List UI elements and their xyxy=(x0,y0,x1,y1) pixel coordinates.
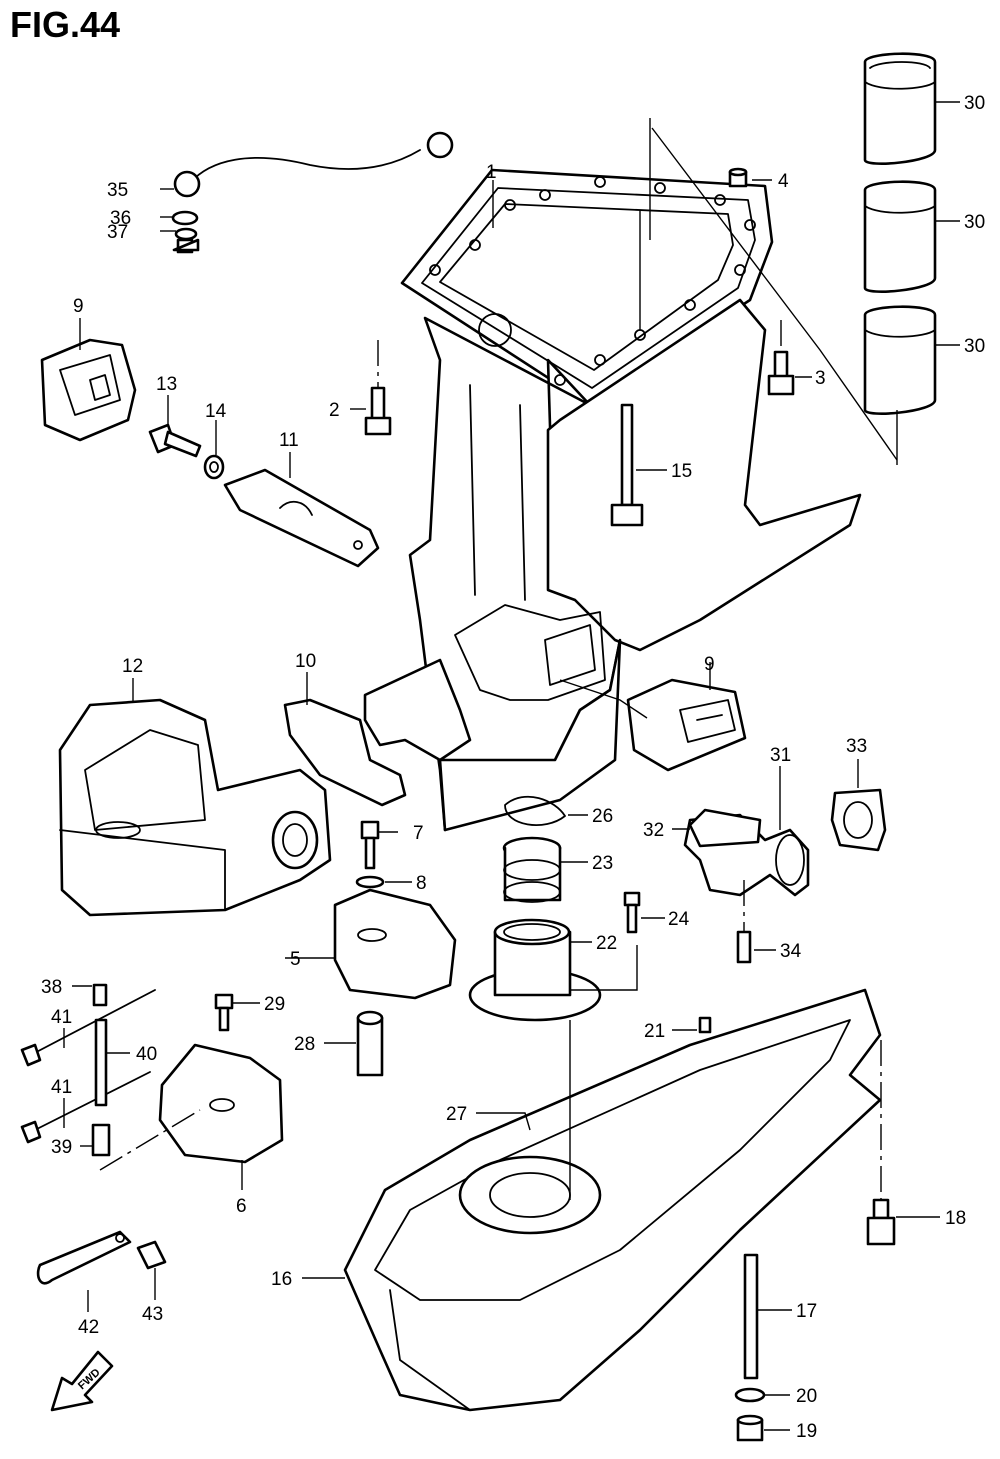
callout-40: 40 xyxy=(136,1044,157,1065)
dowel-34 xyxy=(736,880,752,964)
bolt-13 xyxy=(148,423,202,458)
bolt-18 xyxy=(866,1040,896,1246)
callout-17: 17 xyxy=(796,1301,817,1322)
callout-27: 27 xyxy=(446,1104,467,1125)
dowel-pin-4 xyxy=(728,167,748,188)
cover-12 xyxy=(58,698,332,917)
callout-35: 35 xyxy=(107,180,128,201)
rubber-mount-9-lower xyxy=(626,678,747,772)
stopper-10 xyxy=(283,698,407,807)
bolt-43 xyxy=(136,1240,167,1270)
callout-28: 28 xyxy=(294,1034,315,1055)
callout-30-bottom: 30 xyxy=(964,336,985,357)
bolt-7 xyxy=(360,820,380,870)
callout-21: 21 xyxy=(644,1021,665,1042)
callout-8: 8 xyxy=(416,873,427,894)
callout-31: 31 xyxy=(770,745,791,766)
callout-numbers: 1 2 3 4 5 6 7 8 9 9 10 11 12 13 14 15 16… xyxy=(41,93,985,1442)
callout-23: 23 xyxy=(592,853,613,874)
clamp-42 xyxy=(36,1230,132,1285)
rubber-mount-9-upper xyxy=(40,338,137,442)
callout-6: 6 xyxy=(236,1196,247,1217)
callout-9-upper: 9 xyxy=(73,296,84,317)
washer-14 xyxy=(203,454,225,480)
stud-bolt-15 xyxy=(610,403,644,527)
callout-1: 1 xyxy=(486,162,497,183)
callout-10: 10 xyxy=(295,651,316,672)
callout-22: 22 xyxy=(596,933,617,954)
bolt-3 xyxy=(767,320,795,396)
callout-26: 26 xyxy=(592,806,613,827)
ties-and-spacer xyxy=(20,983,201,1171)
guide-22 xyxy=(468,918,602,1022)
stud-17 xyxy=(743,1253,759,1380)
gasket-32 xyxy=(688,808,762,848)
grommet-33 xyxy=(830,788,887,852)
callout-4: 4 xyxy=(778,171,789,192)
bolt-24 xyxy=(623,891,641,934)
mount-6 xyxy=(158,1043,284,1164)
callout-19: 19 xyxy=(796,1421,817,1442)
callout-30-top: 30 xyxy=(964,93,985,114)
upper-mount-stack xyxy=(863,52,937,465)
nut-19 xyxy=(736,1414,764,1442)
mount-5 xyxy=(333,888,457,1000)
callout-36: 37 xyxy=(107,222,128,243)
ground-wire xyxy=(171,131,454,254)
bolt-29 xyxy=(214,993,234,1032)
callout-42: 42 xyxy=(78,1317,99,1338)
callout-41-lower: 41 xyxy=(51,1077,72,1098)
callout-30-mid: 30 xyxy=(964,212,985,233)
callout-39: 39 xyxy=(51,1137,72,1158)
callout-9-lower: 9 xyxy=(704,654,715,675)
callout-3: 3 xyxy=(815,368,826,389)
callout-11: 11 xyxy=(279,430,299,451)
fwd-arrow-icon: FWD xyxy=(50,1350,114,1412)
callout-18: 18 xyxy=(945,1208,966,1229)
washer-20 xyxy=(734,1387,766,1403)
oil-pan-16 xyxy=(343,988,882,1412)
callout-43: 43 xyxy=(142,1304,163,1325)
callout-34: 34 xyxy=(780,941,802,962)
leader-lines xyxy=(63,101,960,1431)
driveshaft-housing xyxy=(363,118,898,832)
callout-38: 38 xyxy=(41,977,62,998)
callout-32: 32 xyxy=(643,820,664,841)
clip-26 xyxy=(504,795,566,826)
bolt-2 xyxy=(364,340,392,436)
callout-41-upper: 41 xyxy=(51,1007,72,1028)
callout-20: 20 xyxy=(796,1386,817,1407)
callout-7: 7 xyxy=(413,823,424,844)
bush-28 xyxy=(356,1010,384,1077)
callout-24: 24 xyxy=(668,909,690,930)
callout-13: 13 xyxy=(156,374,177,395)
callout-12: 12 xyxy=(122,656,143,677)
bushing-23 xyxy=(502,836,562,903)
callout-37: 36 xyxy=(110,208,131,229)
callout-29: 29 xyxy=(264,994,285,1015)
callout-5: 5 xyxy=(290,949,301,970)
callout-33: 33 xyxy=(846,736,867,757)
washer-8 xyxy=(355,875,385,889)
callout-15: 15 xyxy=(671,461,692,482)
figure-title: FIG.44 xyxy=(10,4,121,45)
callout-2: 2 xyxy=(329,400,340,421)
callout-14: 14 xyxy=(205,401,227,422)
stopper-11 xyxy=(223,468,380,568)
callout-16: 16 xyxy=(271,1269,292,1290)
pin-21 xyxy=(698,1016,712,1034)
